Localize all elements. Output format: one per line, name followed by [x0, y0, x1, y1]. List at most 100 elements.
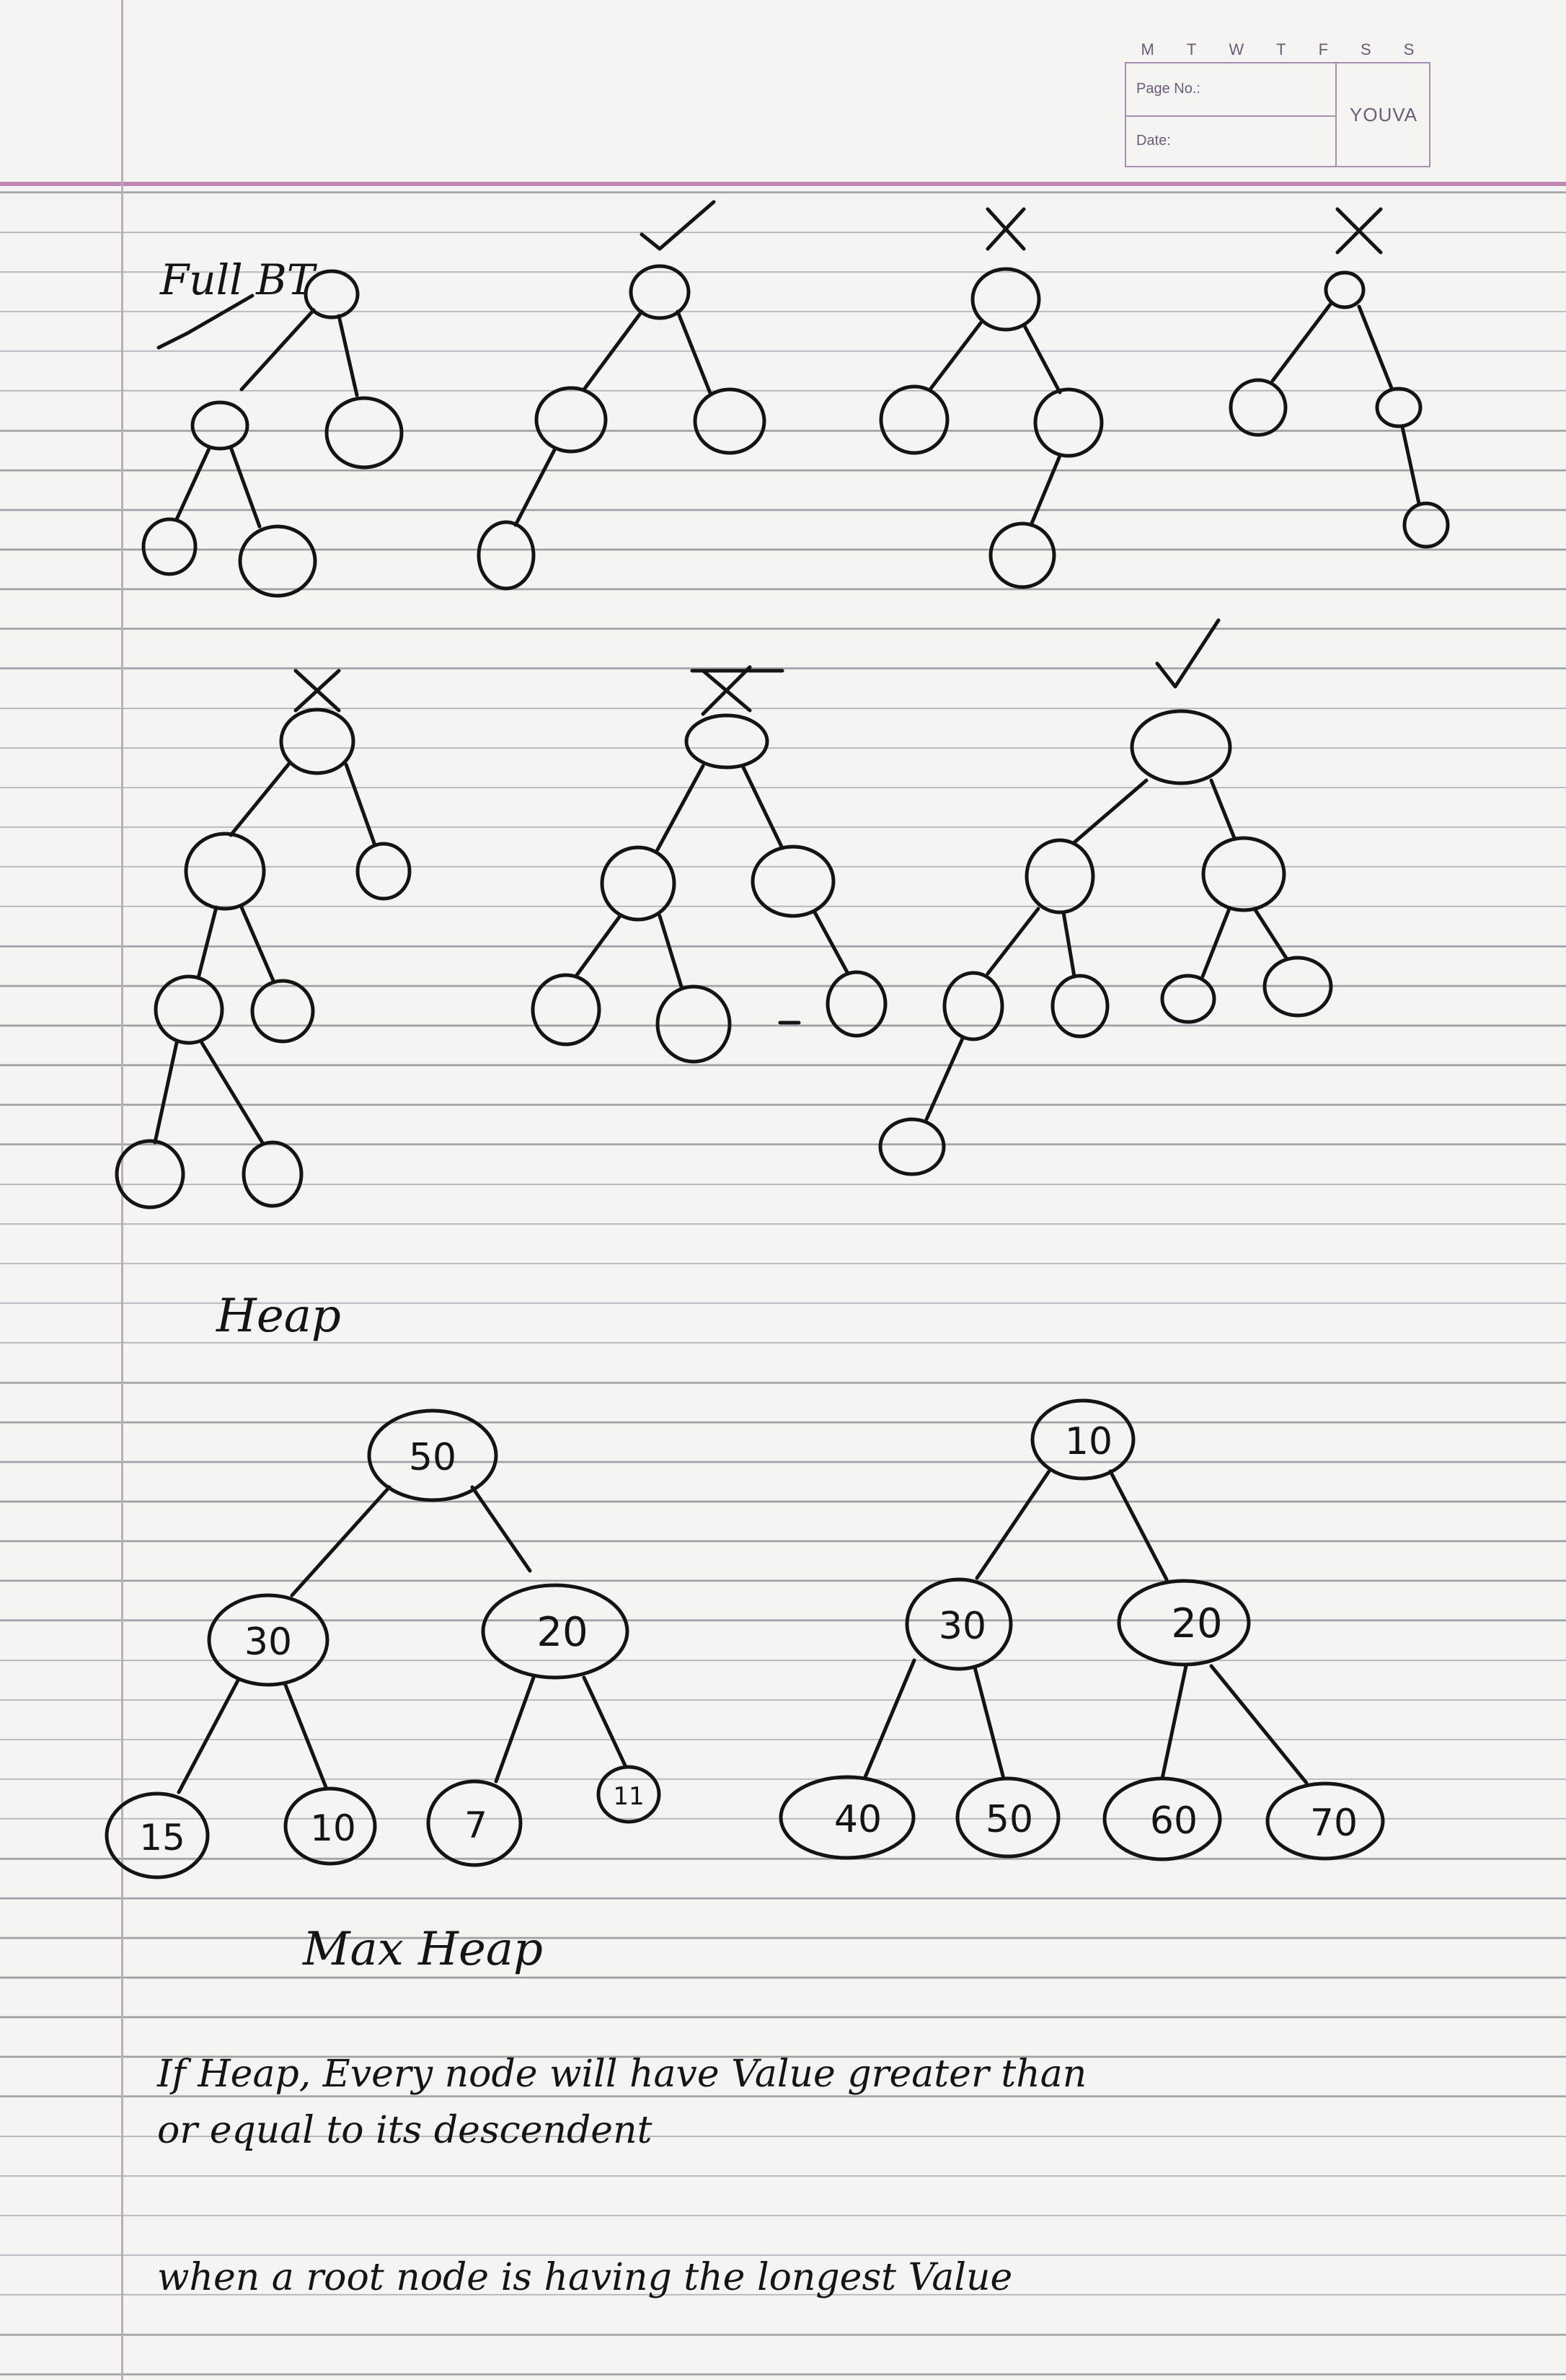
heap-node: [905, 1577, 1013, 1671]
page-info-box: Page No.: Date: YOUVA: [1125, 62, 1430, 167]
box-divider: [1335, 63, 1337, 166]
day-letter: F: [1318, 40, 1329, 58]
tree-node: [684, 713, 769, 770]
tree-node: [1025, 838, 1095, 914]
tree-node: [1262, 956, 1333, 1018]
tree-node: [531, 973, 601, 1046]
weekday-row: M T W T F S S: [1125, 40, 1430, 61]
tree-node: [324, 396, 404, 470]
heap-node-value: 70: [1310, 1802, 1358, 1845]
max-heap-tree: 50 30 20 15 10 7 11: [105, 1409, 661, 1879]
tree-node: [184, 832, 266, 911]
heap-node-value: 50: [986, 1798, 1033, 1841]
heap-node: [105, 1791, 210, 1879]
binary-tree-3: [879, 207, 1104, 589]
day-letter: S: [1403, 40, 1415, 58]
cross-mark-icon: [293, 669, 341, 713]
heap-node-value: 11: [613, 1782, 644, 1811]
cross-mark-icon: [1335, 207, 1383, 255]
tree-node: [600, 845, 676, 922]
heap-node: [779, 1775, 916, 1860]
heap-node: [283, 1786, 377, 1866]
tree-edges: [174, 308, 359, 529]
day-letter: T: [1186, 40, 1197, 58]
tree-node: [878, 1117, 946, 1176]
heap-node-value: 10: [1065, 1420, 1112, 1463]
tree-node: [1402, 501, 1450, 549]
heap-node: [1265, 1781, 1385, 1861]
tree-node: [1033, 387, 1104, 458]
binary-tree-full: [141, 269, 404, 598]
cross-mark-icon: [690, 665, 784, 716]
tree-node: [879, 384, 950, 455]
tree-edges: [153, 762, 377, 1146]
tree-edges: [1270, 302, 1421, 506]
day-letter: W: [1229, 40, 1244, 58]
heap-node: [955, 1776, 1061, 1859]
day-letter: M: [1141, 40, 1154, 58]
day-letter: T: [1276, 40, 1286, 58]
heap-node: [596, 1765, 661, 1824]
cross-mark-icon: [986, 207, 1026, 251]
binary-tree-4: [1229, 207, 1450, 549]
heap-node: [426, 1779, 523, 1867]
heap-node-value: 20: [536, 1609, 588, 1656]
tree-node: [655, 984, 732, 1064]
tree-node: [1160, 974, 1216, 1024]
page-header-area: [0, 0, 1566, 186]
heap-edges: [863, 1469, 1309, 1785]
heap-node: [1117, 1579, 1251, 1667]
heap-node-value: 15: [139, 1817, 185, 1859]
tree-node: [988, 521, 1056, 589]
tree-node: [190, 400, 249, 451]
tree-node: [279, 708, 355, 775]
tree-node: [942, 971, 1004, 1041]
tree-edges: [928, 321, 1062, 527]
tree-node: [1130, 709, 1232, 785]
heap-node-value: 30: [244, 1621, 292, 1664]
tree-node: [534, 386, 608, 454]
tree-node: [751, 845, 836, 918]
day-letter: S: [1361, 40, 1371, 58]
brand-logo-text: YOUVA: [1350, 104, 1418, 125]
box-divider: [1126, 115, 1335, 117]
tree-node: [970, 267, 1041, 332]
tree-node: [1050, 974, 1110, 1039]
tree-node: [693, 387, 766, 455]
tree-node: [355, 842, 412, 901]
date-label: Date:: [1136, 133, 1171, 149]
heap-node: [481, 1583, 629, 1680]
binary-tree-6: [531, 665, 888, 1064]
heap-node-value: 60: [1150, 1799, 1198, 1843]
max-heap-caption: Max Heap: [303, 1923, 543, 1976]
tree-edges: [924, 778, 1289, 1121]
check-mark-icon: [640, 200, 716, 251]
check-mark-icon: [1155, 618, 1221, 689]
tree-node: [1324, 270, 1366, 309]
tree-edges: [513, 309, 712, 527]
full-bt-label: Full BT: [160, 255, 315, 304]
tree-node: [154, 974, 224, 1045]
min-heap-tree: 10 30 20 40 50 60 70: [779, 1398, 1385, 1861]
heap-edges: [177, 1485, 628, 1794]
tree-node: [242, 1140, 304, 1208]
header-rule-line: [0, 182, 1566, 186]
tree-node: [238, 524, 317, 598]
binary-tree-2: [477, 200, 766, 591]
tree-node: [477, 520, 536, 591]
heap-node-value: 20: [1171, 1600, 1222, 1647]
check-mark-icon: [156, 294, 255, 350]
heap-node: [367, 1409, 498, 1502]
heap-node-value: 7: [464, 1804, 487, 1846]
heap-node-value: 50: [409, 1436, 456, 1479]
binary-tree-7: [878, 618, 1333, 1176]
note-line: If Heap, Every node will have Value grea…: [157, 2053, 1087, 2096]
tree-node: [115, 1139, 185, 1209]
tree-node: [1229, 378, 1288, 437]
heap-node-value: 40: [834, 1798, 882, 1841]
tree-node: [826, 970, 888, 1038]
heap-node: [207, 1593, 329, 1687]
tree-node: [304, 269, 360, 319]
